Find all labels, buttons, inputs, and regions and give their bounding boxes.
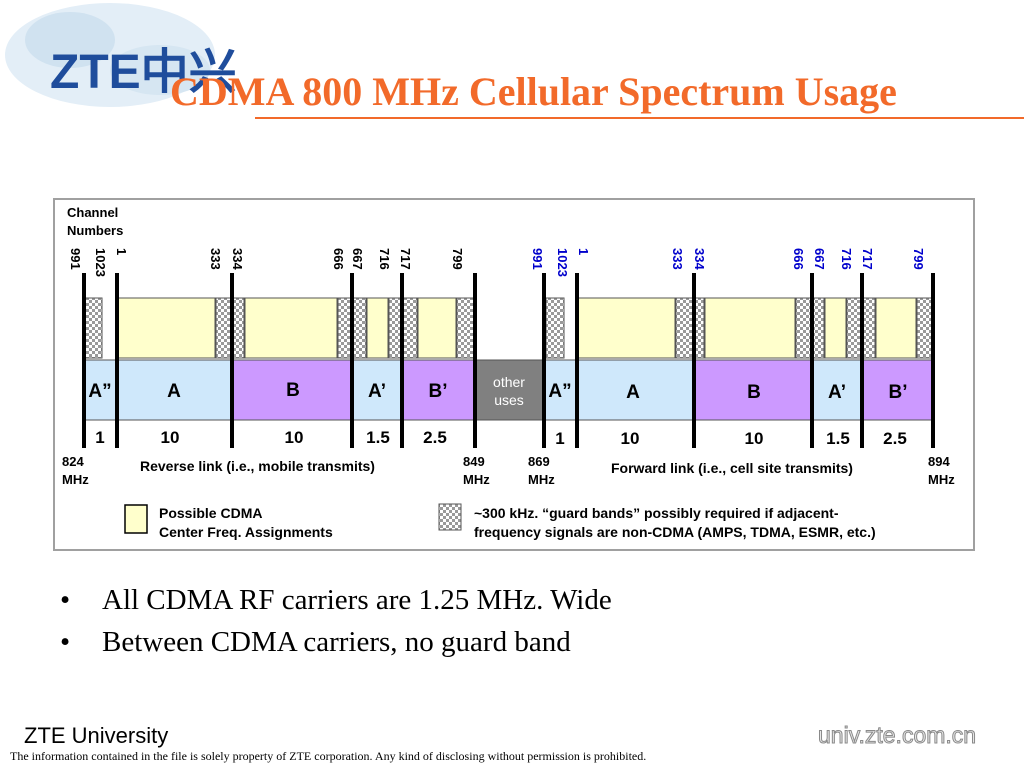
- left-channel-667: 667: [350, 248, 365, 270]
- logo-text: ZTE中兴: [50, 46, 237, 99]
- label-b: B: [747, 382, 761, 403]
- label-a: A: [626, 382, 640, 403]
- width-value: 2.5: [883, 429, 907, 448]
- bullet-item: • Between CDMA carriers, no guard band: [60, 626, 571, 659]
- cdma-assignment: [704, 297, 796, 359]
- left-channel-1: 1: [114, 248, 129, 255]
- diagram-frame: [53, 198, 975, 551]
- label-b: B: [286, 380, 300, 401]
- left-channel-334: 334: [230, 248, 245, 270]
- bullet-item: • All CDMA RF carriers are 1.25 MHz. Wide: [60, 584, 612, 617]
- reverse-link-label: Reverse link (i.e., mobile transmits): [140, 458, 375, 474]
- freq-824: 824: [62, 454, 84, 469]
- legend-guard-label: ~300 kHz. “guard bands” possibly require…: [474, 505, 839, 521]
- forward-link-label: Forward link (i.e., cell site transmits): [611, 460, 853, 476]
- left-channel-717: 717: [398, 248, 413, 270]
- block-b: [693, 359, 813, 421]
- width-value: 10: [621, 429, 640, 448]
- footer-org: ZTE University: [24, 723, 169, 748]
- label-a-prime: A’: [828, 382, 846, 403]
- bullet-dot: •: [60, 626, 71, 658]
- width-value: 10: [285, 428, 304, 447]
- left-channel-716: 716: [377, 248, 392, 270]
- legend-cdma-swatch: [124, 504, 148, 534]
- right-channel-716: 716: [839, 248, 854, 270]
- legend-guard-swatch: [438, 503, 462, 531]
- cdma-assignment: [875, 297, 917, 359]
- width-value: 1: [555, 429, 564, 448]
- right-channel-991: 991: [530, 248, 545, 270]
- channel-numbers-label-2: Numbers: [67, 223, 123, 238]
- right-channel-334: 334: [692, 248, 707, 270]
- legend-cdma-label-2: Center Freq. Assignments: [159, 524, 333, 540]
- footer-url: univ.zte.com.cn: [817, 722, 977, 749]
- cdma-assignment: [116, 297, 216, 359]
- block-a-double-prime: [83, 359, 118, 421]
- right-channel-667: 667: [812, 248, 827, 270]
- page-title: CDMA 800 MHz Cellular Spectrum Usage: [170, 69, 897, 114]
- label-b-prime: B’: [429, 381, 448, 402]
- freq-869-unit: MHz: [528, 472, 555, 487]
- cdma-assignment: [824, 297, 847, 359]
- guard-band: [545, 297, 565, 359]
- guard-band: [916, 297, 934, 359]
- legend-cdma-label: Possible CDMA: [159, 505, 262, 521]
- right-channel-666: 666: [791, 248, 806, 270]
- guard-band: [83, 297, 103, 359]
- freq-849-unit: MHz: [463, 472, 490, 487]
- width-value: 1.5: [826, 429, 850, 448]
- legend-guard-label-2: frequency signals are non-CDMA (AMPS, TD…: [474, 524, 876, 540]
- label-a-prime: A’: [368, 381, 386, 402]
- left-channel-991: 991: [68, 248, 83, 270]
- width-value: 10: [161, 428, 180, 447]
- label-a-double-prime: A”: [88, 381, 111, 402]
- bullet-text: Between CDMA carriers, no guard band: [102, 626, 571, 658]
- left-channel-333: 333: [208, 248, 223, 270]
- title-underline: [255, 117, 1024, 119]
- bullet-text: All CDMA RF carriers are 1.25 MHz. Wide: [102, 584, 612, 616]
- block-b-prime: [861, 359, 934, 421]
- cdma-assignment: [576, 297, 676, 359]
- right-upper-row: [545, 297, 934, 359]
- cdma-assignment: [366, 297, 389, 359]
- other-uses-label-2: uses: [494, 392, 524, 408]
- other-uses-label: other: [493, 374, 525, 390]
- width-value: 1.5: [366, 428, 390, 447]
- guard-band: [675, 297, 705, 359]
- width-value: 10: [745, 429, 764, 448]
- channel-numbers-label: Channel: [67, 205, 118, 220]
- right-lower-row: [543, 359, 934, 421]
- cdma-assignment: [417, 297, 457, 359]
- width-value: 1: [95, 428, 104, 447]
- footer-note: The information contained in the file is…: [10, 749, 647, 763]
- freq-894: 894: [928, 454, 950, 469]
- right-channel-717: 717: [860, 248, 875, 270]
- right-channel-333: 333: [670, 248, 685, 270]
- freq-824-unit: MHz: [62, 472, 89, 487]
- right-channel-1023: 1023: [555, 248, 570, 277]
- other-uses-block: [474, 359, 545, 421]
- left-channel-1023: 1023: [93, 248, 108, 277]
- freq-869: 869: [528, 454, 550, 469]
- cdma-assignment: [244, 297, 338, 359]
- block-b: [231, 359, 353, 421]
- label-b-prime: B’: [889, 382, 908, 403]
- zte-logo: ZTE中兴: [5, 3, 237, 107]
- bullet-dot: •: [60, 584, 71, 616]
- label-a: A: [167, 381, 181, 402]
- right-channel-799: 799: [911, 248, 926, 270]
- spectrum-diagram: Channel Numbers 991 1023 1 333 334 666 6…: [62, 205, 955, 540]
- freq-894-unit: MHz: [928, 472, 955, 487]
- width-value: 2.5: [423, 428, 447, 447]
- left-upper-row: [83, 297, 476, 359]
- freq-849: 849: [463, 454, 485, 469]
- block-b-prime: [401, 359, 476, 421]
- right-channel-1: 1: [576, 248, 591, 255]
- left-lower-row: [83, 359, 476, 421]
- left-channel-799: 799: [450, 248, 465, 270]
- guard-band: [456, 297, 476, 359]
- left-channel-666: 666: [331, 248, 346, 270]
- label-a-double-prime: A”: [548, 381, 571, 402]
